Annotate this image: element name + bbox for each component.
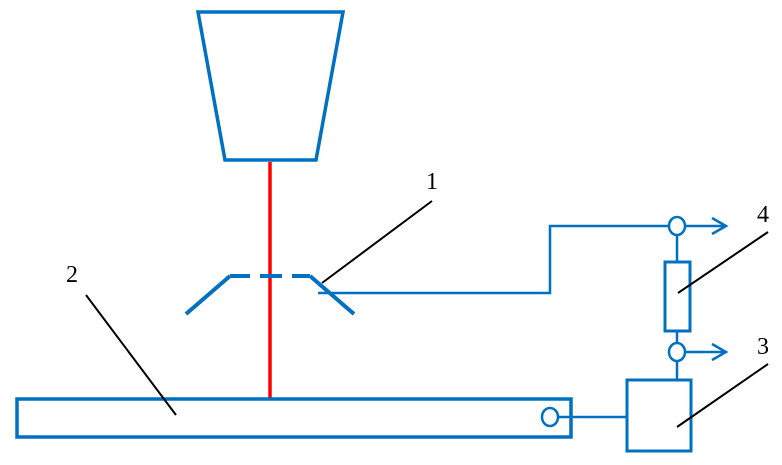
callout-label-3: 3 [757,334,769,360]
electrode-signal-wire [318,224,668,295]
top-node-circle [667,215,687,237]
gun-column [195,10,346,162]
bottom-node-circle [667,341,687,363]
bar-connector-circle [540,406,560,428]
electrode-left-wing [184,274,232,316]
leader-line-2 [85,294,177,416]
callout-label-1: 1 [426,169,438,195]
callout-label-4: 4 [757,202,769,228]
leader-line-1 [321,200,433,284]
electrode-1 [184,274,356,316]
sample-bar-2 [15,397,573,439]
leader-line-3 [676,363,769,428]
callout-label-2: 2 [66,262,78,288]
box-3 [625,378,693,453]
top-output-arrowhead [711,216,729,236]
electrode-right-wing [308,274,356,316]
bottom-output-arrowhead [711,342,729,362]
leader-line-4 [677,231,769,294]
resistor-4 [663,260,692,333]
